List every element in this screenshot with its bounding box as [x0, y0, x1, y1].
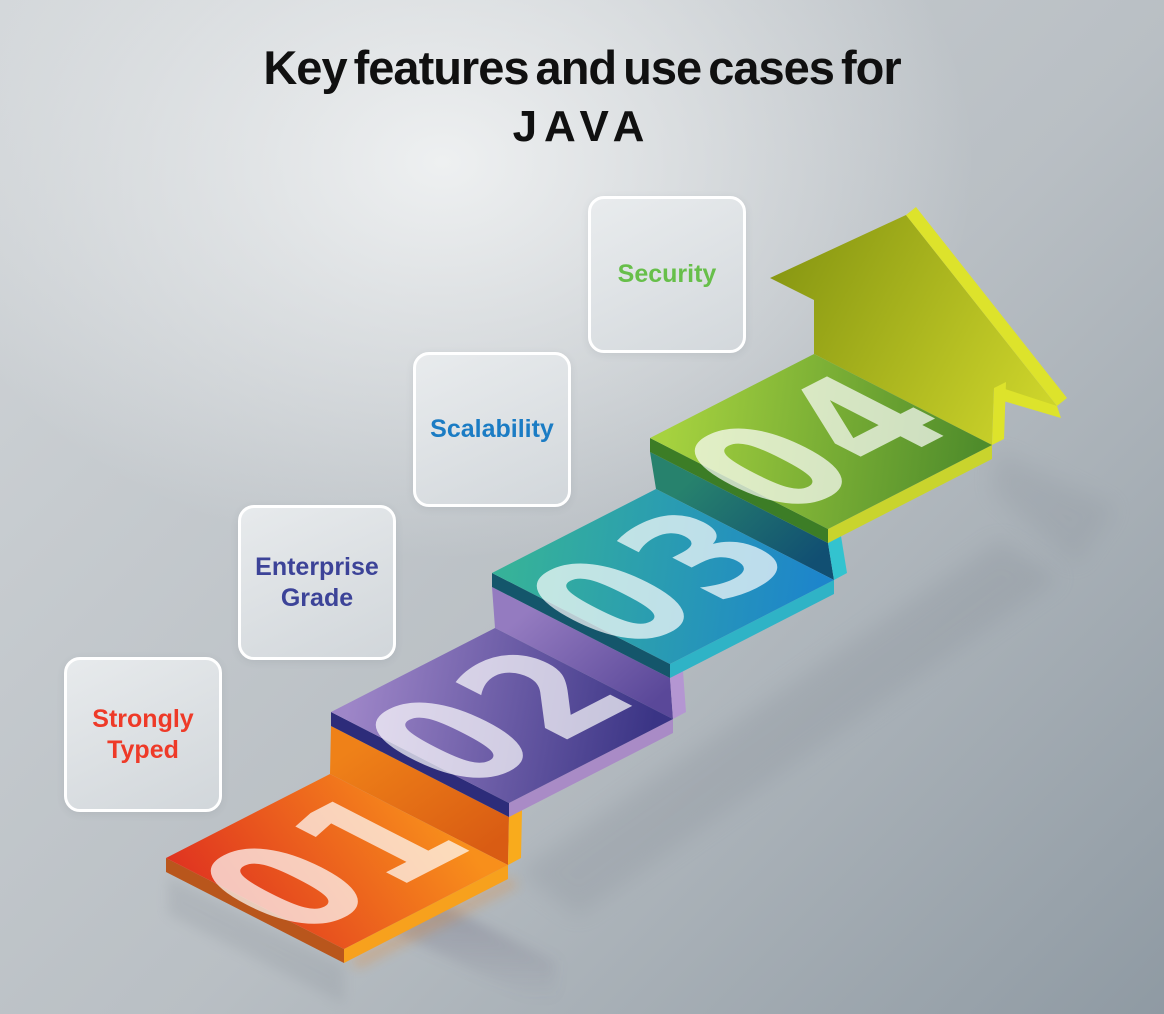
arrow-up [770, 207, 1067, 445]
arrow-edge-top [906, 207, 1067, 406]
riser1-side-edge [508, 810, 522, 865]
arrow-face [770, 215, 1057, 445]
riser1-face [330, 726, 509, 865]
title-line2: JAVA [512, 102, 652, 151]
shadow-under-step1 [168, 876, 344, 1004]
card-enterprise-grade-line1: Enterprise [255, 553, 379, 581]
shadow-right-of-arrow [992, 450, 1116, 566]
step1-side-light [344, 865, 508, 963]
page-title: Key features and use cases for JAVA [0, 44, 1164, 149]
arrow-edge-under-tip [1000, 388, 1061, 418]
step3-side-light [670, 580, 834, 678]
card-enterprise-grade: Enterprise Grade [238, 505, 396, 660]
card-strongly-typed-line1: Strongly [92, 705, 194, 733]
card-security: Security [588, 196, 746, 353]
reflection-orange-edge [350, 878, 518, 968]
step3-top-face [492, 489, 834, 664]
card-strongly-typed-line2: Typed [107, 735, 179, 764]
card-enterprise-grade-line2: Grade [280, 583, 354, 612]
shadow-diagonal-band [518, 540, 1060, 916]
step1-side-dark [166, 858, 344, 963]
step2-side-light [509, 719, 673, 817]
riser3-side-edge [828, 536, 847, 580]
card-scalability-line1: Scalability [430, 415, 554, 444]
riser-01-02 [330, 726, 522, 865]
arrow-edge-stem [992, 382, 1006, 445]
riser2-side-edge [670, 671, 686, 719]
card-security-line1: Security [617, 260, 717, 289]
step3-side-dark [492, 573, 670, 678]
card-strongly-typed: Strongly Typed [64, 657, 222, 812]
step4-side-dark [650, 438, 828, 543]
riser2-face [492, 587, 673, 719]
step4-top-face [650, 354, 992, 529]
riser-02-03 [492, 587, 686, 719]
step1-top-face [166, 774, 508, 949]
step4-side-light [828, 445, 992, 543]
riser-03-04 [650, 452, 847, 580]
step2-top-face [331, 628, 673, 803]
riser3-face [650, 452, 834, 580]
step2-side-dark [331, 712, 509, 817]
card-scalability: Scalability [413, 352, 571, 507]
title-line1: Key features and use cases for [263, 41, 901, 94]
